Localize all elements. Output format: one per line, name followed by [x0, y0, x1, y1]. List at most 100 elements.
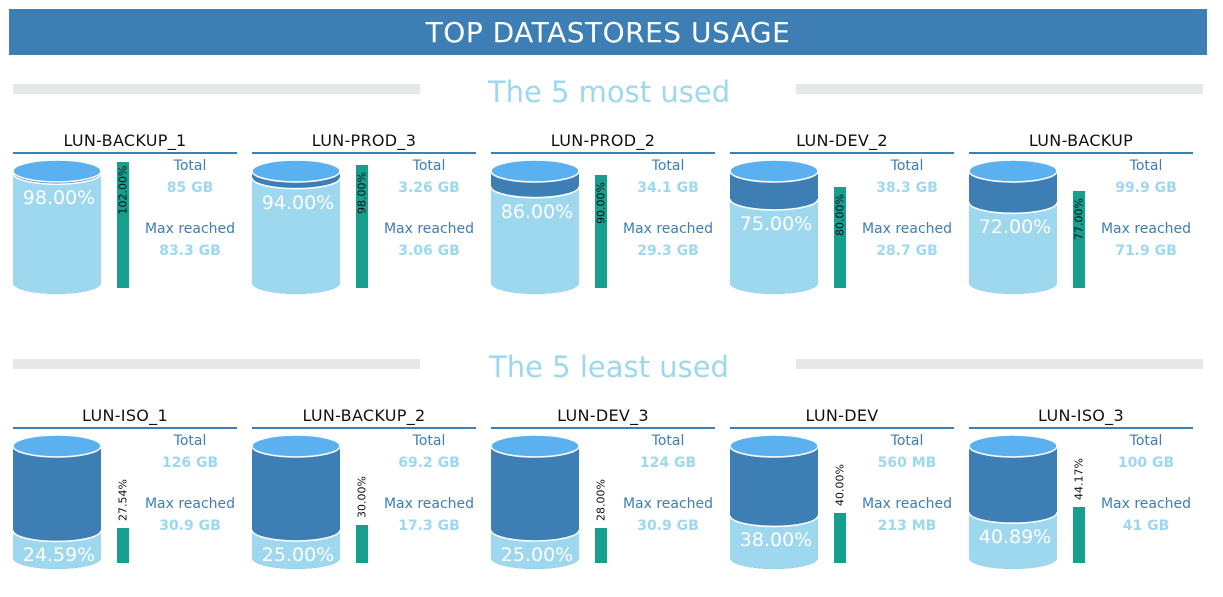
used-percentage: 24.59% — [22, 544, 96, 567]
total-value: 3.26 GB — [398, 180, 460, 196]
max-usage-bar-track — [117, 162, 129, 288]
max-usage-percentage: 80.00% — [833, 194, 847, 237]
datastore-name: LUN-DEV_3 — [491, 405, 715, 429]
cylinder-fill-level-line — [729, 515, 819, 528]
cylinder-fill-level-line — [968, 512, 1058, 525]
section-title-most-used: The 5 most used — [487, 75, 731, 109]
cylinder-filled-portion — [730, 199, 818, 294]
max-usage-percentage: 44.17% — [1072, 458, 1086, 501]
max-usage-bar-track — [117, 437, 129, 563]
datastore-card: LUN-PROD_3 94.00% 98.00% Total 3.26 GB Max re… — [251, 130, 476, 294]
used-percentage: 86.00% — [500, 200, 574, 223]
total-label: Total — [173, 433, 207, 449]
max-usage-bar-track — [356, 437, 368, 563]
cylinder-fill-level-line — [968, 202, 1058, 215]
max-usage-bar — [1073, 507, 1085, 563]
cylinder-gauge — [968, 159, 1058, 294]
max-usage-percentage: 77.00% — [1072, 197, 1086, 240]
max-usage-bar — [595, 174, 607, 288]
max-reached-label: Max reached — [383, 221, 475, 237]
max-usage-percentage: 30.00% — [355, 476, 369, 519]
max-reached-label: Max reached — [1100, 221, 1192, 237]
max-reached-value: 3.06 GB — [398, 243, 460, 259]
page-title-banner: TOP DATASTORES USAGE — [9, 9, 1207, 55]
max-reached-label: Max reached — [383, 496, 475, 512]
max-usage-bar — [117, 162, 129, 288]
cylinder-filled-portion — [252, 177, 340, 294]
total-label: Total — [412, 433, 446, 449]
cylinder-gauge — [251, 159, 341, 294]
total-label: Total — [651, 433, 685, 449]
max-usage-bar-track — [1073, 437, 1085, 563]
max-usage-bar — [834, 187, 846, 288]
datastore-name: LUN-BACKUP_2 — [252, 405, 476, 429]
cylinder-gauge — [968, 434, 1058, 569]
cylinder-fill-level-line — [12, 530, 102, 543]
max-usage-percentage: 90.00% — [594, 181, 608, 224]
used-percentage: 98.00% — [22, 187, 96, 210]
max-usage-bar-track — [595, 437, 607, 563]
cylinder-fill-level-line — [490, 186, 580, 199]
cylinder-filled-portion — [969, 512, 1057, 569]
max-usage-bar — [117, 528, 129, 563]
max-reached-value: 17.3 GB — [398, 518, 460, 534]
max-usage-percentage: 40.00% — [833, 463, 847, 506]
max-reached-value: 29.3 GB — [637, 243, 699, 259]
total-label: Total — [651, 158, 685, 174]
total-value: 38.3 GB — [876, 180, 938, 196]
section-divider-right — [796, 84, 1203, 94]
total-label: Total — [1129, 433, 1163, 449]
cylinder-gauge — [729, 159, 819, 294]
section-title-least-used: The 5 least used — [489, 350, 729, 384]
max-usage-percentage: 98.00% — [355, 171, 369, 214]
max-reached-value: 28.7 GB — [876, 243, 938, 259]
cylinder-filled-portion — [969, 202, 1057, 294]
section-divider-left — [13, 84, 420, 94]
max-reached-value: 41 GB — [1122, 518, 1170, 534]
cylinder-top — [729, 434, 819, 458]
total-value: 69.2 GB — [398, 455, 460, 471]
max-reached-label: Max reached — [861, 496, 953, 512]
max-usage-bar — [356, 525, 368, 563]
max-usage-bar — [356, 164, 368, 288]
cylinder-fill-level-line — [251, 177, 341, 190]
cylinder-top — [12, 434, 102, 458]
used-percentage: 75.00% — [739, 213, 813, 235]
cylinder-filled-portion — [13, 173, 101, 294]
datastore-name: LUN-PROD_3 — [252, 130, 476, 154]
cylinder-top — [251, 434, 341, 458]
cylinder-filled-portion — [730, 515, 818, 569]
cylinder-empty-portion — [491, 446, 579, 569]
max-reached-value: 213 MB — [877, 518, 937, 534]
max-usage-bar-track — [834, 162, 846, 288]
max-reached-value: 83.3 GB — [159, 243, 221, 259]
max-usage-bar — [595, 527, 607, 563]
cylinder-top — [968, 159, 1058, 183]
cylinder-gauge — [490, 434, 580, 569]
total-label: Total — [412, 158, 446, 174]
total-value: 85 GB — [166, 180, 214, 196]
cylinder-empty-portion — [13, 446, 101, 569]
max-usage-bar-track — [1073, 162, 1085, 288]
cylinder-top — [490, 159, 580, 183]
max-reached-label: Max reached — [144, 221, 236, 237]
used-percentage: 25.00% — [261, 544, 335, 566]
section-divider-right — [796, 359, 1203, 369]
total-value: 34.1 GB — [637, 180, 699, 196]
max-reached-label: Max reached — [144, 496, 236, 512]
page-title: TOP DATASTORES USAGE — [425, 15, 791, 49]
cylinder-empty-portion — [252, 446, 340, 569]
total-value: 124 GB — [639, 455, 697, 471]
datastore-name: LUN-ISO_3 — [969, 405, 1193, 429]
cylinder-top — [729, 159, 819, 183]
total-value: 560 MB — [877, 455, 937, 471]
cylinder-filled-portion — [491, 186, 579, 294]
used-percentage: 40.89% — [978, 526, 1052, 549]
cylinder-gauge — [729, 434, 819, 569]
used-percentage: 94.00% — [261, 191, 335, 214]
total-value: 100 GB — [1117, 455, 1175, 471]
